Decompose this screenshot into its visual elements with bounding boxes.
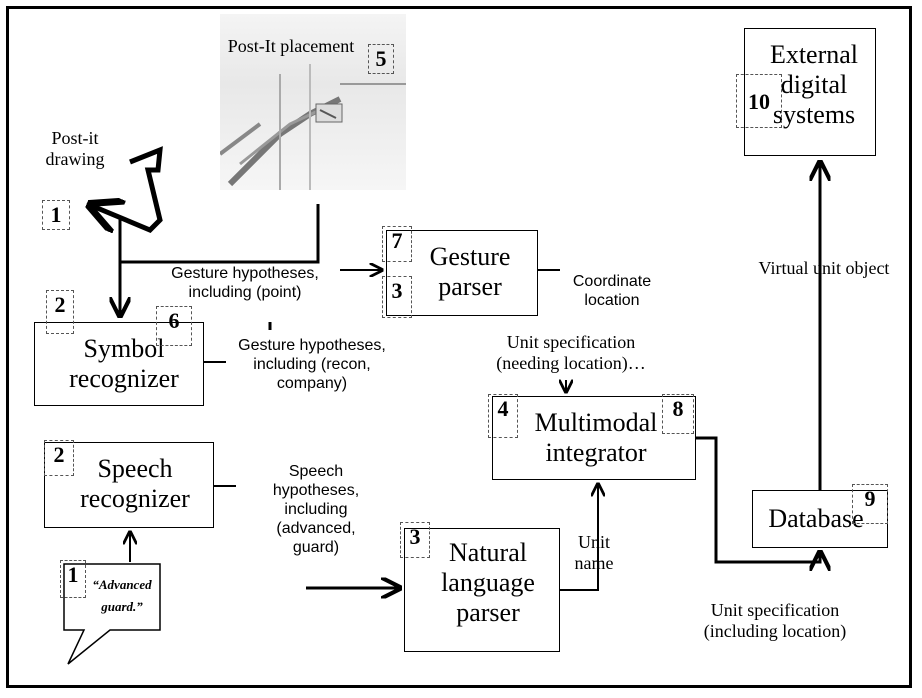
number-6: 6 xyxy=(156,306,192,346)
postit-drawing-label: Post-it drawing xyxy=(45,128,105,169)
number-2-symbol: 2 xyxy=(46,290,74,334)
number-3-nlp: 3 xyxy=(400,522,430,558)
diagram-frame xyxy=(6,6,912,688)
speech-recognizer-label: Speech recognizer xyxy=(80,454,190,513)
number-7: 7 xyxy=(382,226,412,262)
number-1-drawing: 1 xyxy=(42,200,70,230)
number-1-speech: 1 xyxy=(60,560,86,598)
speech-bubble-text: “Advanced guard.” xyxy=(92,577,152,614)
external-systems-box xyxy=(744,28,876,156)
edge-gesture-hyp-recon: Gesture hypotheses, including (recon, co… xyxy=(238,337,386,392)
natural-language-parser-box xyxy=(404,528,560,652)
edge-virtual-unit-object: Virtual unit object xyxy=(758,258,890,278)
postit-placement-image xyxy=(220,14,406,190)
natural-language-parser-label: Natural language parser xyxy=(441,538,535,627)
speech-recognizer-box xyxy=(44,442,214,528)
symbol-recognizer-label: Symbol recognizer xyxy=(69,334,179,393)
database-box xyxy=(752,490,888,548)
edge-gesture-hyp-point: Gesture hypotheses, including (point) xyxy=(171,265,319,301)
postit-placement-label: Post-It placement xyxy=(227,36,355,56)
gesture-parser-label: Gesture parser xyxy=(429,242,511,301)
number-2-speech: 2 xyxy=(44,440,74,476)
number-8: 8 xyxy=(662,394,694,434)
edge-unit-spec-needing: Unit specification (needing location)… xyxy=(496,332,646,373)
edge-unit-name: Unit name xyxy=(574,532,614,573)
number-9: 9 xyxy=(852,484,888,524)
number-4: 4 xyxy=(488,394,518,438)
number-5: 5 xyxy=(368,44,394,74)
external-systems-label: External digital systems xyxy=(769,40,859,129)
number-10: 10 xyxy=(736,74,782,128)
database-label: Database xyxy=(768,504,864,533)
edge-speech-hyp: Speech hypotheses, including (advanced, … xyxy=(272,463,360,556)
multimodal-integrator-label: Multimodal integrator xyxy=(534,408,658,467)
edge-unit-spec-including: Unit specification (including location) xyxy=(703,600,847,641)
symbol-recognizer-box xyxy=(34,322,204,406)
number-3-gesture: 3 xyxy=(382,276,412,318)
edge-coordinate-location: Coordinate location xyxy=(572,273,652,309)
